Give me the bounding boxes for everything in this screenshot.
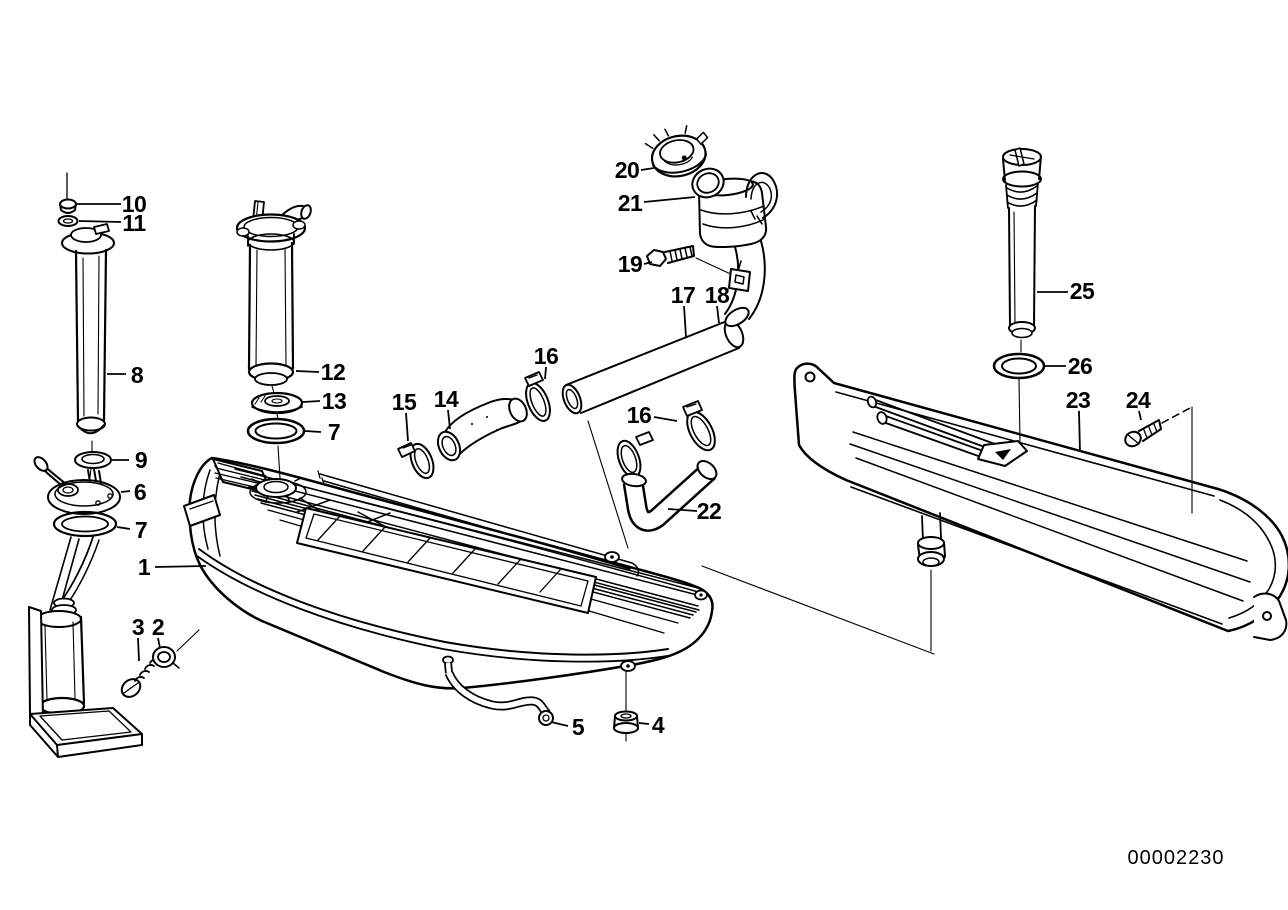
leader-line-5-22	[550, 721, 569, 727]
part-label-12-9[interactable]: 12	[321, 359, 346, 385]
part-label-11-1[interactable]: 11	[122, 210, 147, 236]
leader-line-1-6	[154, 565, 207, 568]
part-label-25-24[interactable]: 25	[1070, 278, 1096, 304]
part-label-26-25[interactable]: 26	[1068, 353, 1093, 379]
leader-line-7-5	[116, 526, 131, 530]
part-label-23-26[interactable]: 23	[1066, 387, 1091, 413]
leader-line-7-11	[304, 430, 322, 433]
fuel-tank-main	[183, 445, 714, 690]
part-label-2-8[interactable]: 2	[152, 614, 165, 640]
filler-pipe-group	[561, 124, 779, 415]
diagram-id: 00002230	[1128, 847, 1225, 869]
part-label-7-11[interactable]: 7	[328, 419, 341, 445]
leader-line-22-16	[667, 508, 698, 512]
leader-line-14-13	[447, 409, 451, 430]
leader-line-3-7	[137, 637, 140, 662]
part-label-22-16[interactable]: 22	[697, 498, 722, 524]
part-label-17-20[interactable]: 17	[671, 282, 696, 308]
part-label-7-5[interactable]: 7	[135, 517, 148, 543]
leader-line-12-9	[295, 370, 320, 373]
leader-line-13-10	[302, 400, 321, 403]
part-label-6-4[interactable]: 6	[134, 479, 147, 505]
leader-line-11-1	[78, 220, 122, 223]
leader-line-15-12	[405, 412, 409, 442]
leader-line-19-19	[643, 261, 653, 265]
leader-line-17-20	[683, 305, 687, 338]
part-label-3-7[interactable]: 3	[132, 614, 145, 640]
part-label-21-18[interactable]: 21	[618, 190, 644, 216]
part-label-24-27[interactable]: 24	[1126, 387, 1152, 413]
leader-line-18-21	[716, 305, 720, 324]
part-label-16-14[interactable]: 16	[534, 343, 559, 369]
fuel-level-sender-left	[57, 172, 115, 435]
part-label-20-17[interactable]: 20	[615, 157, 640, 183]
vent-elbow-group	[616, 400, 718, 532]
part-label-13-10[interactable]: 13	[322, 388, 347, 414]
part-label-14-13[interactable]: 14	[434, 386, 460, 412]
fuel-level-sender-right	[992, 147, 1046, 444]
part-label-15-12[interactable]: 15	[392, 389, 418, 415]
leader-line-21-18	[643, 196, 696, 203]
leader-line-2-8	[157, 637, 161, 649]
part-label-10-0[interactable]: 10	[122, 191, 147, 217]
part-label-18-21[interactable]: 18	[705, 282, 731, 308]
part-label-5-22[interactable]: 5	[572, 714, 586, 740]
leader-line-20-17	[640, 167, 655, 171]
leader-line-6-4	[120, 490, 131, 493]
leader-line-23-26	[1078, 410, 1081, 453]
hose-and-clamps	[397, 371, 551, 480]
drain-plug-and-hose	[442, 655, 639, 742]
part-label-8-2[interactable]: 8	[131, 362, 145, 388]
part-label-4-23[interactable]: 4	[652, 712, 666, 738]
part-label-16-15[interactable]: 16	[627, 402, 652, 428]
fuel-level-sender-center	[235, 200, 312, 445]
part-label-9-3[interactable]: 9	[135, 447, 148, 473]
part-label-1-6[interactable]: 1	[138, 554, 152, 580]
leader-line-16-15	[653, 416, 678, 422]
leader-line-24-27	[1138, 410, 1142, 421]
leader-line-16-14	[544, 366, 547, 380]
construction-lines	[176, 420, 935, 655]
fuel-pump-assembly	[28, 440, 180, 758]
fuel-tank-right-half	[793, 362, 1288, 652]
leader-line-4-23	[638, 722, 650, 725]
part-label-19-19[interactable]: 19	[618, 251, 643, 277]
